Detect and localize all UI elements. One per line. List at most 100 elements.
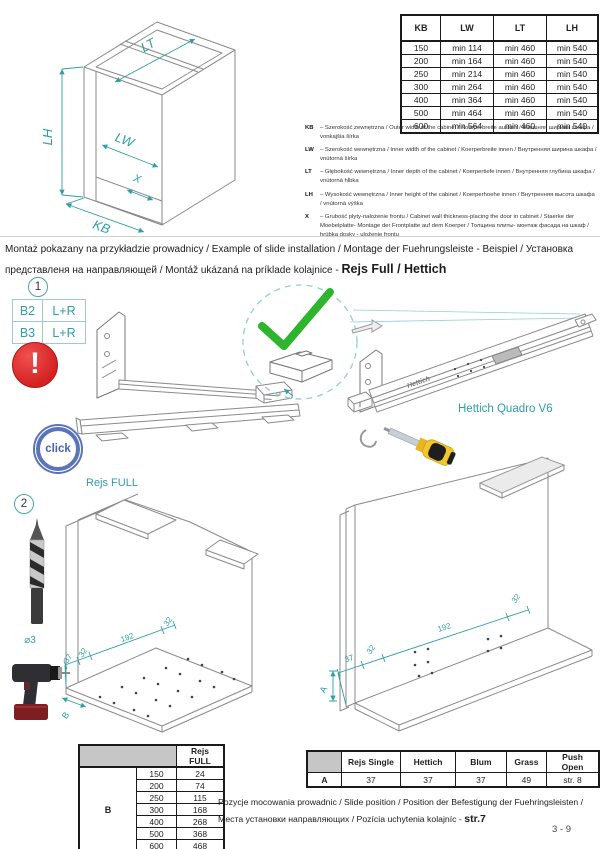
dimension-legend: KB– Szerokość zewnętrzna / Outer width o… bbox=[305, 124, 597, 244]
dim-192: 192 bbox=[119, 631, 135, 644]
warning-icon: ! bbox=[12, 342, 58, 388]
step-number: 2 bbox=[20, 498, 28, 510]
exclamation-glyph: ! bbox=[30, 346, 40, 380]
rejs-full-label: Rejs FULL bbox=[86, 477, 138, 489]
cell: min 540 bbox=[546, 93, 599, 107]
legend-item: LH– Wysokość wewnętrzna / Inner height o… bbox=[305, 191, 597, 209]
row-label: A bbox=[306, 772, 342, 788]
cell: 168 bbox=[176, 803, 225, 816]
cell: min 214 bbox=[440, 67, 494, 81]
header-row: KB LW LT LH bbox=[400, 14, 599, 42]
cell: 268 bbox=[176, 815, 225, 828]
step1-assembly-drawing: Hettich bbox=[75, 284, 597, 466]
step-number: 1 bbox=[34, 281, 42, 293]
cell: min 460 bbox=[493, 40, 547, 55]
part-side: L+R bbox=[42, 321, 86, 344]
col-header: LT bbox=[493, 14, 547, 42]
cell: 500 bbox=[400, 106, 441, 120]
legend-item: KB– Szerokość zewnętrzna / Outer width o… bbox=[305, 124, 597, 142]
cell: 37 bbox=[399, 772, 457, 788]
part-code: B2 bbox=[12, 299, 43, 322]
slide-position-note: Pozycje mocowania prowadnic / Slide posi… bbox=[218, 795, 598, 829]
rail-upper bbox=[118, 379, 293, 404]
legend-text: – Szerokość wewnętrzna / Inner width of … bbox=[320, 147, 597, 163]
cell: min 540 bbox=[546, 40, 599, 55]
cell: 400 bbox=[136, 815, 177, 828]
checkmark-icon bbox=[258, 288, 334, 350]
step1-number-badge: 1 bbox=[28, 277, 48, 297]
cell: 200 bbox=[400, 54, 441, 68]
cell: 49 bbox=[505, 772, 548, 788]
col-header: Grass bbox=[505, 750, 548, 773]
bottom-dimension-lines: 37 32 192 32 B bbox=[60, 615, 177, 721]
legend-item: X– Grubość płyty-nałożenie frontu / Cabi… bbox=[305, 213, 597, 240]
rejs-full-header: Rejs FULL bbox=[176, 744, 225, 768]
cabinet-dimensions: LH LT LW X KB bbox=[40, 35, 196, 233]
hettich-quadro-label: Hettich Quadro V6 bbox=[458, 403, 553, 415]
back-dimension-lines: 37 32 192 32 A bbox=[318, 592, 531, 706]
cell: min 564 bbox=[440, 119, 494, 134]
col-header: Push Open bbox=[546, 750, 600, 773]
cabinet-back-drawing: 37 32 192 32 A bbox=[318, 456, 593, 732]
step2-number-badge: 2 bbox=[14, 494, 34, 514]
cell: min 460 bbox=[493, 119, 547, 134]
cell: 500 bbox=[136, 827, 177, 840]
lh-dim-label: LH bbox=[40, 128, 55, 145]
part-side: L+R bbox=[42, 299, 86, 322]
table-row: A 37 37 37 49 str. 8 bbox=[306, 772, 600, 788]
cabinet-bottom-drawing: 37 32 192 32 B bbox=[60, 493, 259, 733]
part-code: B3 bbox=[12, 321, 43, 344]
drill-image bbox=[12, 664, 70, 720]
cabinet-wireframe bbox=[83, 21, 236, 226]
legend-text: – Głębokość wewnętrzna / Inner depth of … bbox=[320, 169, 595, 185]
detail-circle bbox=[242, 284, 358, 400]
kb-dim-label: KB bbox=[91, 217, 113, 233]
cell: min 460 bbox=[493, 54, 547, 68]
section-divider bbox=[0, 236, 600, 237]
row-group-label: B bbox=[78, 766, 137, 849]
cell: 115 bbox=[176, 791, 225, 804]
cell: 368 bbox=[176, 827, 225, 840]
cell: 37 bbox=[340, 772, 401, 788]
col-header: KB bbox=[400, 14, 441, 42]
cell: 150 bbox=[400, 40, 441, 55]
header-row: Rejs FULL bbox=[78, 744, 225, 768]
cell: min 460 bbox=[493, 67, 547, 81]
back-drill-holes bbox=[413, 634, 503, 678]
col-header: Blum bbox=[455, 750, 507, 773]
note-highlight: str.7 bbox=[464, 813, 486, 826]
drill-bit-image bbox=[29, 518, 45, 624]
dim-pos-b: B bbox=[60, 710, 72, 721]
dim-192: 192 bbox=[436, 621, 452, 634]
hook-icon bbox=[359, 429, 377, 448]
cell: 250 bbox=[400, 67, 441, 81]
cell: min 464 bbox=[440, 106, 494, 120]
clip-detail-sketch bbox=[269, 350, 333, 383]
cell: min 540 bbox=[546, 67, 599, 81]
legend-item: LT– Głębokość wewnętrzna / Inner depth o… bbox=[305, 168, 597, 186]
dim-32: 32 bbox=[510, 592, 523, 605]
cell: 300 bbox=[136, 803, 177, 816]
click-label: click bbox=[45, 443, 71, 455]
empty-header-cell bbox=[78, 744, 177, 768]
dim-pos-a: A bbox=[318, 684, 330, 694]
note-body: Pozycje mocowania prowadnic / Slide posi… bbox=[218, 797, 584, 825]
cell: 74 bbox=[176, 779, 225, 792]
empty-header-cell bbox=[306, 750, 342, 773]
cell: 150 bbox=[136, 766, 177, 780]
x-dim-label: X bbox=[131, 172, 144, 186]
rail-lower bbox=[75, 403, 301, 442]
cell: min 540 bbox=[546, 106, 599, 120]
